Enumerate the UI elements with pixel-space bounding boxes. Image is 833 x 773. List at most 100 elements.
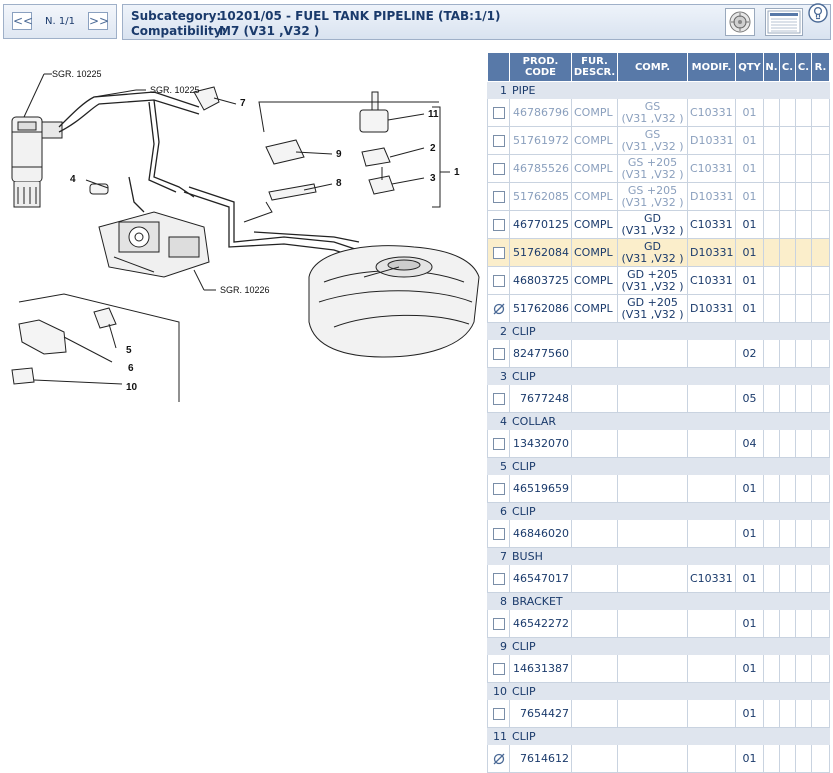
- row-checkbox[interactable]: [492, 438, 505, 450]
- flag-r-cell: [811, 519, 830, 548]
- col-r[interactable]: R.: [811, 52, 830, 82]
- flag-r-cell: [811, 564, 830, 593]
- prod-code-cell[interactable]: 46786796: [509, 98, 572, 127]
- prod-code-cell[interactable]: 51762084: [509, 238, 572, 267]
- prod-code-cell[interactable]: 51761972: [509, 126, 572, 155]
- col-c2[interactable]: C.: [795, 52, 812, 82]
- modif-cell: C10331: [687, 266, 736, 295]
- flag-c2-cell: [795, 182, 812, 211]
- fur-descr-cell: [571, 339, 618, 368]
- not-available-icon: [493, 303, 505, 315]
- comp-line-2: (V31 ,V32 ): [621, 307, 684, 321]
- group-index: 8: [487, 592, 510, 610]
- table-row[interactable]: 7654427 01: [487, 699, 830, 728]
- row-checkbox[interactable]: [492, 163, 505, 175]
- group-index: 7: [487, 547, 510, 565]
- flag-r-cell: [811, 744, 830, 773]
- list-icon[interactable]: [765, 8, 803, 36]
- label-8: 8: [336, 178, 342, 189]
- row-checkbox[interactable]: [492, 348, 505, 360]
- next-page-button[interactable]: >>: [88, 12, 110, 30]
- qty-cell: 01: [735, 699, 764, 728]
- row-checkbox[interactable]: [492, 708, 505, 720]
- flag-r-cell: [811, 98, 830, 127]
- prod-code-cell[interactable]: 7677248: [509, 384, 572, 413]
- label-1: 1: [454, 167, 460, 178]
- prod-code-cell[interactable]: 46785526: [509, 154, 572, 183]
- row-checkbox[interactable]: [492, 573, 505, 585]
- flag-n-cell: [763, 126, 780, 155]
- prod-code-cell[interactable]: 7654427: [509, 699, 572, 728]
- prod-code-cell[interactable]: 46542272: [509, 609, 572, 638]
- row-checkbox[interactable]: [492, 247, 505, 259]
- not-available-icon: [493, 753, 505, 765]
- row-checkbox[interactable]: [492, 663, 505, 675]
- comp-line-1: GD: [644, 211, 661, 225]
- prod-code-cell[interactable]: 13432070: [509, 429, 572, 458]
- prod-code-cell[interactable]: 51762085: [509, 182, 572, 211]
- prod-code-cell[interactable]: 82477560: [509, 339, 572, 368]
- prev-page-button[interactable]: <<: [12, 12, 34, 30]
- fur-descr-cell: COMPL: [571, 154, 618, 183]
- prod-code-cell[interactable]: 46770125: [509, 210, 572, 239]
- flag-r-cell: [811, 126, 830, 155]
- comp-line-1: GS: [644, 127, 661, 141]
- flag-c1-cell: [779, 384, 796, 413]
- flag-n-cell: [763, 654, 780, 683]
- fur-descr-cell: COMPL: [571, 98, 618, 127]
- prod-code-cell[interactable]: 46519659: [509, 474, 572, 503]
- flag-c1-cell: [779, 182, 796, 211]
- group-name: BUSH: [509, 547, 830, 565]
- col-modif[interactable]: MODIF.: [687, 52, 736, 82]
- page-indicator: N. 1/1: [45, 16, 75, 27]
- row-checkbox[interactable]: [492, 618, 505, 630]
- modif-cell: [687, 699, 736, 728]
- row-checkbox[interactable]: [492, 135, 505, 147]
- row-checkbox[interactable]: [492, 393, 505, 405]
- row-checkbox[interactable]: [492, 528, 505, 540]
- wheel-icon[interactable]: [725, 8, 755, 36]
- row-checkbox[interactable]: [492, 191, 505, 203]
- col-qty[interactable]: QTY: [735, 52, 764, 82]
- col-c1[interactable]: C.: [779, 52, 796, 82]
- label-7: 7: [240, 98, 246, 109]
- flag-c1-cell: [779, 474, 796, 503]
- prod-code-cell[interactable]: 14631387: [509, 654, 572, 683]
- prod-code-cell[interactable]: 46547017: [509, 564, 572, 593]
- row-select-cell: [487, 210, 510, 239]
- row-checkbox[interactable]: [492, 275, 505, 287]
- comp-cell: GS +205(V31 ,V32 ): [617, 182, 688, 211]
- flag-n-cell: [763, 182, 780, 211]
- prod-code-cell[interactable]: 7614612: [509, 744, 572, 773]
- col-comp[interactable]: COMP.: [617, 52, 688, 82]
- col-n[interactable]: N.: [763, 52, 780, 82]
- row-checkbox[interactable]: [492, 107, 505, 119]
- prod-code-cell[interactable]: 51762086: [509, 294, 572, 323]
- fur-descr-cell: COMPL: [571, 266, 618, 295]
- col-prod-code[interactable]: PROD. CODE: [509, 52, 572, 82]
- col-fur-descr[interactable]: FUR. DESCR.: [571, 52, 618, 82]
- prod-code-cell[interactable]: 46846020: [509, 519, 572, 548]
- prod-code-cell[interactable]: 46803725: [509, 266, 572, 295]
- row-checkbox[interactable]: [492, 483, 505, 495]
- lightbulb-icon[interactable]: [807, 2, 829, 24]
- row-checkbox[interactable]: [492, 219, 505, 231]
